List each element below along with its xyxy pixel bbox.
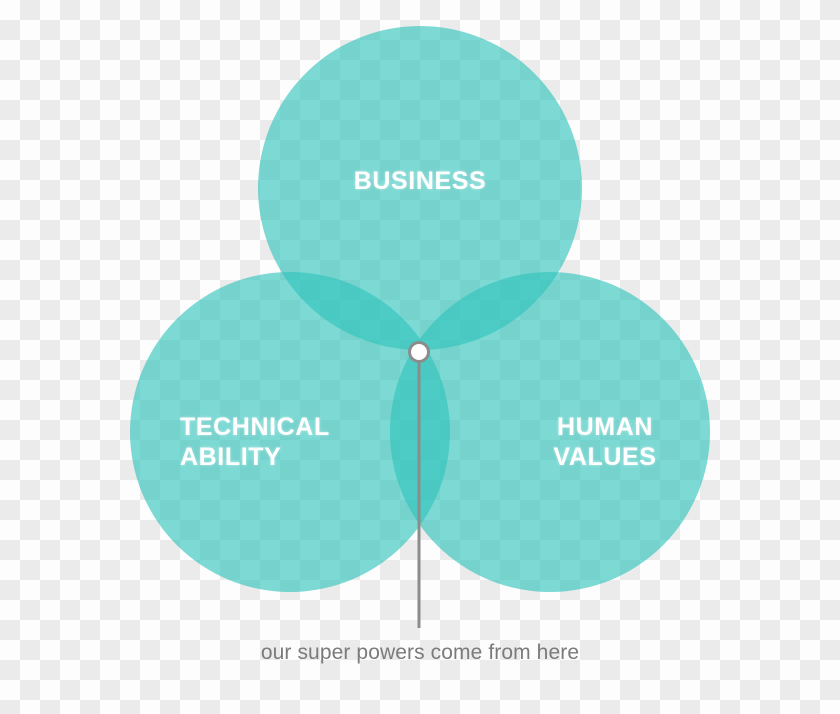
intersection-dot-core bbox=[411, 344, 427, 360]
intersection-marker-group bbox=[408, 341, 430, 628]
circle-human-values bbox=[390, 272, 710, 592]
circle-label-human-values: HUMAN VALUES bbox=[553, 413, 657, 471]
venn-circle-group bbox=[130, 26, 710, 592]
circle-label-technical-ability: TECHNICAL ABILITY bbox=[180, 413, 330, 471]
circle-label-business: BUSINESS bbox=[353, 167, 487, 195]
circle-technical-ability bbox=[130, 272, 450, 592]
diagram-caption: our super powers come from here bbox=[260, 641, 580, 664]
circle-business bbox=[258, 26, 582, 350]
